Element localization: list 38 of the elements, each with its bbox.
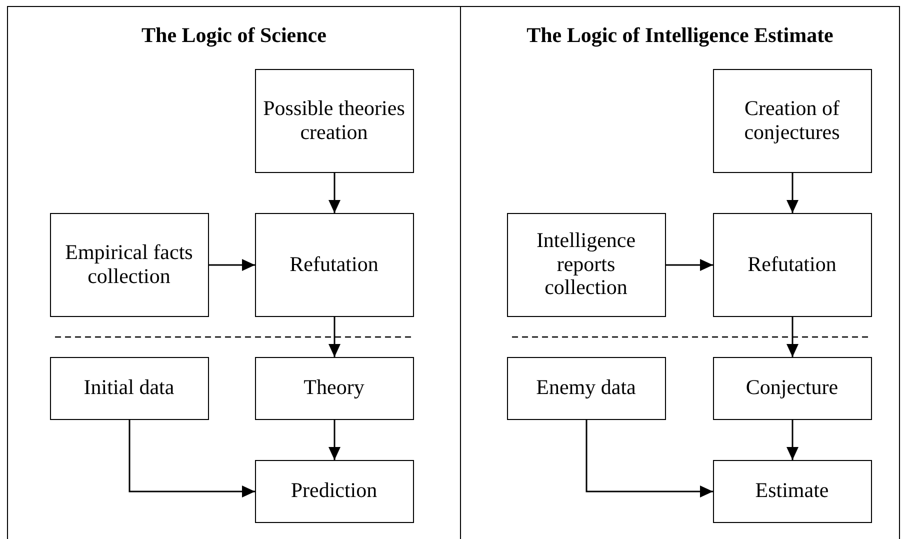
process-box <box>254 212 414 316</box>
process-box <box>712 212 872 316</box>
arrow <box>328 420 340 460</box>
process-box <box>506 212 666 316</box>
box-label: Intelligence reports collection <box>535 229 637 300</box>
arrow <box>328 173 340 213</box>
panel-title: The Logic of Science <box>142 23 326 48</box>
arrow <box>586 420 713 498</box>
process-box <box>506 356 666 420</box>
panel <box>7 6 461 539</box>
process-box <box>50 356 208 420</box>
box-label: Possible theories creation <box>262 96 406 144</box>
arrow <box>128 420 255 498</box>
panel-title: The Logic of Intelligence Estimate <box>526 23 834 48</box>
box-label: Enemy data <box>536 376 636 400</box>
process-box <box>712 356 872 420</box>
box-label: Refutation <box>290 252 378 276</box>
box-label: Estimate <box>755 479 829 503</box>
box-label: Initial data <box>84 376 174 400</box>
box-label: Empirical facts collection <box>64 240 194 288</box>
process-box <box>712 68 872 172</box>
box-label: Refutation <box>748 252 836 276</box>
box-label: Theory <box>304 376 364 400</box>
process-box <box>254 68 414 172</box>
process-box <box>254 460 414 522</box>
process-box <box>254 356 414 420</box>
arrow <box>786 420 798 460</box>
process-box <box>712 460 872 522</box>
process-box <box>50 212 208 316</box>
arrow <box>786 317 798 357</box>
arrow <box>209 259 255 271</box>
panel <box>460 6 900 539</box>
box-label: Conjecture <box>746 376 838 400</box>
arrow <box>328 317 340 357</box>
box-label: Creation of conjectures <box>743 96 841 144</box>
box-label: Prediction <box>290 479 378 503</box>
arrow <box>786 173 798 213</box>
arrow <box>666 259 713 271</box>
